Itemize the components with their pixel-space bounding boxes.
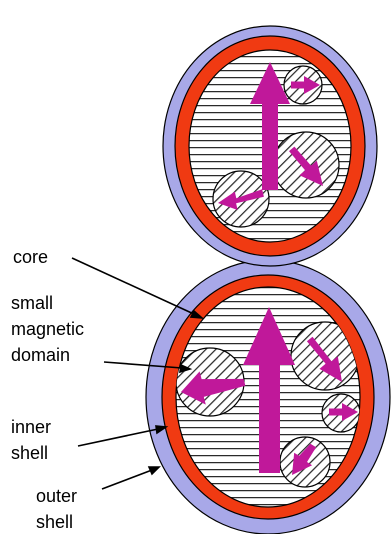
core-leader-line [72,258,196,315]
small-magnetic-domain-label-line2: magnetic [11,319,84,339]
outer-shell-leader-line [102,470,152,489]
upper-particle [163,26,377,266]
small-magnetic-domain-label-line1: small [11,293,53,313]
inner-shell-label-line2: shell [11,443,48,463]
outer-shell-label-line1: outer [36,486,77,506]
small-magnetic-domain-label-line3: domain [11,345,70,365]
core-label: core [13,247,48,267]
inner-shell-leader-line [78,429,158,446]
outer-shell-leader-arrowhead [149,467,159,474]
labels: core small magnetic domain inner shell o… [11,247,84,532]
lower-particle [146,260,390,534]
inner-shell-label-line1: inner [11,417,51,437]
outer-shell-label-line2: shell [36,512,73,532]
